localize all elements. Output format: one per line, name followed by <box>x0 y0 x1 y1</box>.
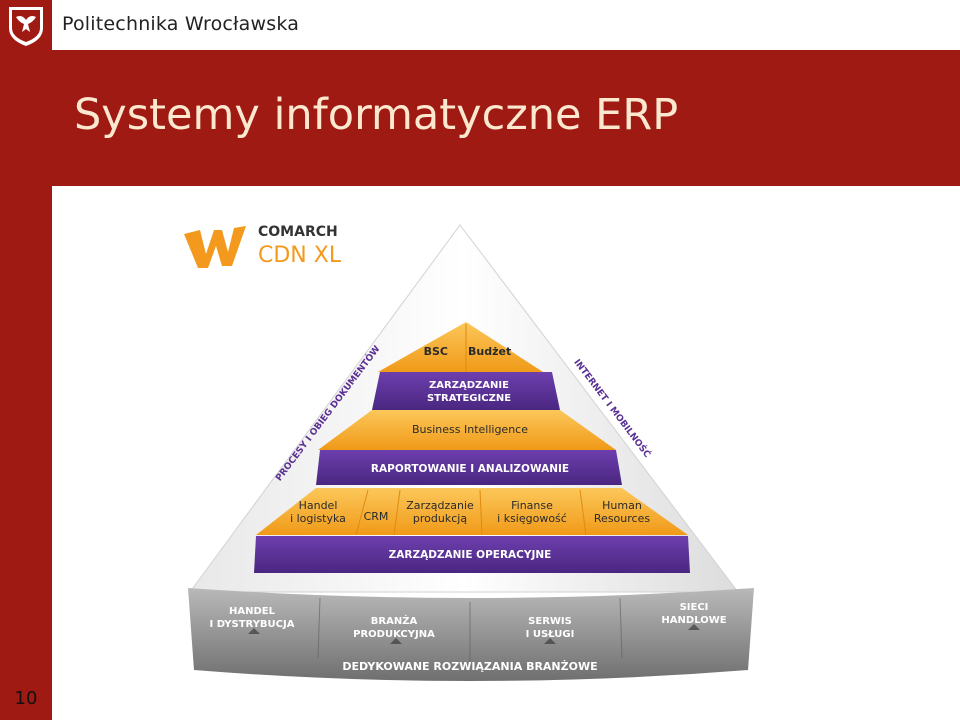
module-1-line2: i logistyka <box>290 512 346 525</box>
base-item-3-line1: SERWIS <box>528 616 572 627</box>
pyramid-svg: COMARCH CDN XL BSC Budżet ZARZĄDZANIE ST… <box>184 224 754 681</box>
module-3-line1: Zarządzanie <box>406 499 474 512</box>
apex-left: BSC <box>424 345 448 358</box>
university-name: Politechnika Wrocławska <box>62 13 300 35</box>
base-item-1-line2: I DYSTRYBUCJA <box>210 619 295 630</box>
base-item-2-line1: BRANŻA <box>371 613 418 627</box>
apex-right: Budżet <box>468 345 511 358</box>
module-4-line2: i księgowość <box>497 512 567 525</box>
base-band <box>188 588 754 681</box>
operational-band <box>254 536 690 573</box>
base-item-1-line1: HANDEL <box>229 606 276 617</box>
university-logo <box>0 0 52 50</box>
bi-label: Business Intelligence <box>412 423 528 436</box>
strategic-band <box>372 372 560 410</box>
module-4-line1: Finanse <box>511 499 553 512</box>
base-item-3-line2: I USŁUGI <box>526 629 575 640</box>
module-5-line1: Human <box>602 499 642 512</box>
slide-title: Systemy informatyczne ERP <box>74 90 679 140</box>
slide-number: 10 <box>14 688 38 709</box>
strategic-line2: STRATEGICZNE <box>427 393 511 404</box>
strategic-line1: ZARZĄDZANIE <box>429 380 509 391</box>
operational-label: ZARZĄDZANIE OPERACYJNE <box>389 549 552 561</box>
reporting-band <box>316 450 622 485</box>
title-band: Systemy informatyczne ERP <box>52 50 960 186</box>
module-5-line2: Resources <box>594 512 650 525</box>
module-3-line2: produkcją <box>413 512 467 525</box>
module-1-line1: Handel <box>299 499 338 512</box>
brand-line1: COMARCH <box>258 224 338 240</box>
brand-line2: CDN XL <box>258 243 342 268</box>
base-item-4-line1: SIECI <box>680 602 709 613</box>
base-item-4-line2: HANDLOWE <box>661 615 726 626</box>
erp-pyramid-diagram: COMARCH CDN XL BSC Budżet ZARZĄDZANIE ST… <box>170 200 790 700</box>
reporting-label: RAPORTOWANIE I ANALIZOWANIE <box>371 463 569 475</box>
top-bar: Politechnika Wrocławska <box>0 0 960 50</box>
comarch-logo: COMARCH CDN XL <box>184 224 342 268</box>
modules-layer <box>256 488 688 535</box>
apex-layer <box>378 322 543 372</box>
base-footer: DEDYKOWANE ROZWIĄZANIA BRANŻOWE <box>342 659 597 673</box>
module-2-line1: CRM <box>364 510 389 523</box>
base-item-2-line2: PRODUKCYJNA <box>353 629 435 640</box>
left-accent-strip <box>0 50 52 720</box>
bi-layer <box>318 410 616 450</box>
